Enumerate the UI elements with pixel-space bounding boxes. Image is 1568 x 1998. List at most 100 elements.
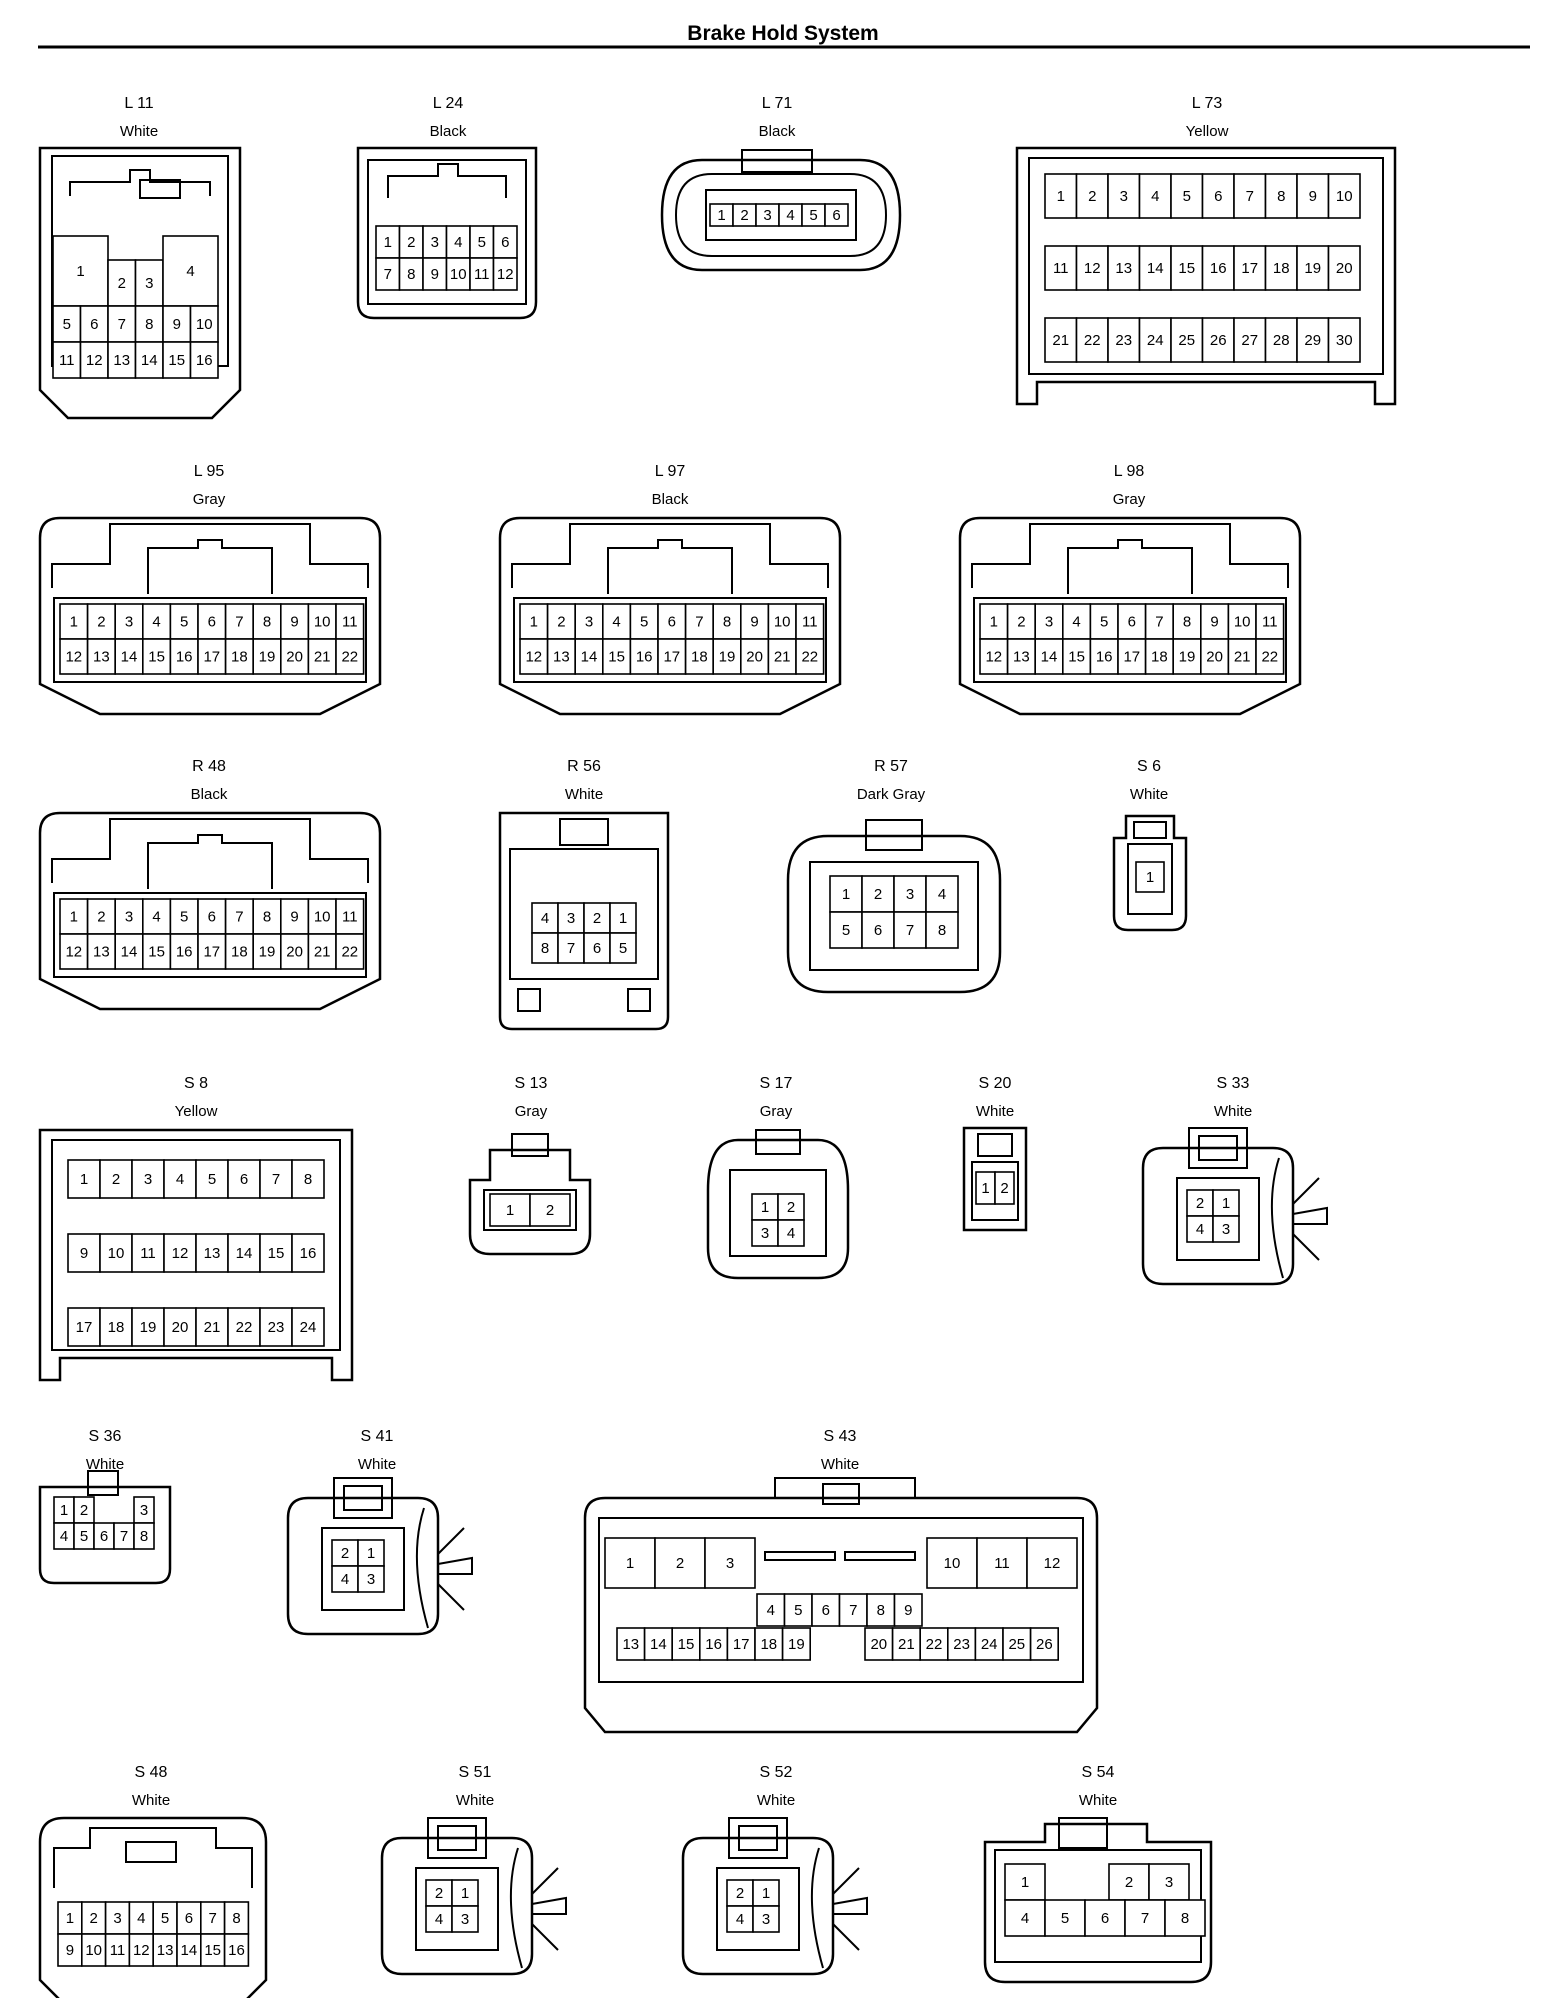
pin-number: 4 (1021, 1910, 1029, 1927)
pin-box (529, 1193, 571, 1227)
housing-detail (387, 163, 507, 198)
pin-cell: 7 (838, 1593, 868, 1627)
pin-number: 1 (1057, 188, 1065, 205)
pin-number: 10 (1234, 614, 1251, 631)
pin-box (1144, 638, 1174, 675)
pin-cell: 13 (152, 1933, 178, 1967)
pin-box (67, 1233, 101, 1273)
pin-number: 16 (176, 944, 193, 961)
connector-id: R 57 (874, 758, 908, 775)
pin-cell: 3 (104, 1901, 131, 1935)
pin-number: 13 (204, 1245, 221, 1262)
pin-number: 12 (497, 266, 514, 283)
pin-number: 1 (70, 909, 78, 926)
pin-number: 4 (938, 886, 946, 903)
pin-number: 2 (1017, 614, 1025, 631)
pin-cell: 4 (1004, 1899, 1046, 1937)
pin-box (574, 638, 604, 675)
pin-cell: 13 (546, 638, 576, 675)
pin-number: 14 (1041, 649, 1058, 666)
pin-number: 18 (1151, 649, 1168, 666)
pin-number: 9 (290, 909, 298, 926)
pin-cell: 13 (1107, 245, 1141, 291)
pin-cell: 2 (86, 603, 116, 640)
pin-number: 9 (431, 266, 439, 283)
pin-number: 4 (767, 1602, 775, 1619)
pin-cell: 1 (604, 1537, 656, 1589)
pin-number: 3 (1045, 614, 1053, 631)
pin-number: 3 (585, 614, 593, 631)
pin-cell: 14 (134, 341, 164, 379)
pin-number: 14 (141, 352, 158, 369)
pin-cell: 11 (1255, 603, 1285, 640)
pin-cell: 2 (994, 1171, 1015, 1205)
pin-cell: 16 (629, 638, 659, 675)
pin-number: 11 (59, 352, 75, 369)
pin-number: 3 (461, 1911, 469, 1928)
connector-id: S 41 (361, 1428, 394, 1445)
pin-box (1233, 245, 1267, 291)
pin-cell: 18 (684, 638, 714, 675)
pin-number: 6 (822, 1602, 830, 1619)
pin-cell: 10 (189, 305, 219, 343)
pin-box (131, 1307, 165, 1347)
pin-number: 5 (1061, 1910, 1069, 1927)
pin-number: 9 (80, 1245, 88, 1262)
pin-number: 12 (133, 1942, 150, 1959)
pin-number: 2 (90, 1910, 98, 1927)
pin-box (781, 1627, 811, 1661)
housing-detail (728, 1817, 788, 1859)
pin-box (134, 341, 164, 379)
pin-number: 2 (740, 207, 748, 224)
pin-cell: 22 (919, 1627, 949, 1661)
pin-number: 18 (1273, 260, 1290, 277)
pin-box (1164, 1899, 1206, 1937)
pin-cell: 8 (925, 911, 959, 949)
pin-cell: 20 (279, 933, 310, 970)
pin-number: 22 (926, 1636, 943, 1653)
pin-number: 16 (1096, 649, 1113, 666)
housing-detail (483, 1189, 577, 1231)
pin-number: 8 (541, 940, 549, 957)
pin-cell: 11 (335, 603, 365, 640)
pin-cell: 26 (1201, 317, 1235, 363)
pin-box (777, 1193, 805, 1221)
pin-cell: 26 (1029, 1627, 1059, 1661)
pin-box (726, 1627, 756, 1661)
pin-box (925, 911, 959, 949)
pin-box (1107, 245, 1141, 291)
pin-number: 2 (112, 1171, 120, 1188)
pin-number: 10 (450, 266, 467, 283)
pin-number: 8 (938, 922, 946, 939)
pin-cell: 9 (1200, 603, 1230, 640)
housing-detail (1028, 157, 1384, 375)
pin-number: 1 (842, 886, 850, 903)
pin-number: 9 (290, 614, 298, 631)
pin-number: 12 (86, 352, 103, 369)
pin-cell: 19 (131, 1307, 165, 1347)
housing-detail (774, 1477, 916, 1498)
pin-cell: 21 (1227, 638, 1257, 675)
pin-box (307, 933, 337, 970)
pin-number: 22 (1084, 332, 1101, 349)
pin-box (1212, 1215, 1240, 1243)
pin-cell: 3 (133, 1496, 155, 1524)
pin-cell: 11 (1044, 245, 1078, 291)
pin-number: 6 (501, 234, 509, 251)
pin-cell: 2 (107, 259, 137, 307)
connector-color: Black (652, 491, 689, 508)
pin-number: 1 (981, 1180, 989, 1197)
pin-cell: 2 (583, 902, 611, 934)
pin-box (1201, 317, 1235, 363)
housing-detail (53, 1827, 253, 1888)
pin-cell: 1 (53, 1496, 75, 1524)
pin-cell: 20 (1327, 245, 1361, 291)
pin-cell: 11 (52, 341, 82, 379)
pin-cell: 17 (197, 638, 227, 675)
pin-cell: 16 (291, 1233, 325, 1273)
connector-id: S 8 (184, 1075, 208, 1092)
pin-number: 17 (663, 649, 680, 666)
